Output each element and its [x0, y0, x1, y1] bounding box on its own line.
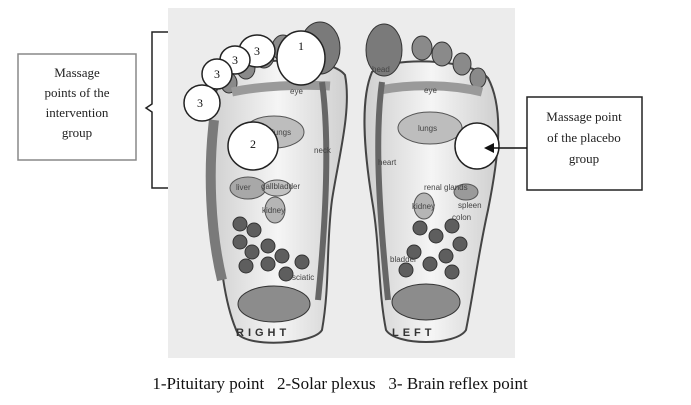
intervention-box-line-2: points of the — [45, 85, 110, 100]
map-label-colon: colon — [452, 213, 471, 222]
left-spine-line — [375, 81, 391, 301]
map-label-adrenal-glands: renal glands — [424, 183, 468, 192]
marker-brain-3-number: 3 — [232, 53, 238, 67]
left-eye-band — [379, 81, 484, 97]
left-toe-2-shape — [411, 35, 433, 61]
map-label-lungs-right: lungs — [272, 128, 291, 137]
placebo-group-box: Massage point of the placebo group — [526, 96, 643, 191]
right-outer-band — [205, 119, 227, 282]
map-label-liver: liver — [236, 183, 251, 192]
map-label-spleen: spleen — [458, 201, 482, 210]
left-toe-4-shape — [452, 52, 472, 76]
left-spleen-shape — [453, 183, 479, 201]
intervention-group-box: Massage points of the intervention group — [17, 53, 137, 161]
left-toe-big-shape — [365, 23, 403, 77]
marker-pituitary: 1 — [276, 30, 326, 86]
left-heel-shape — [391, 283, 461, 321]
map-label-lungs-left: lungs — [418, 124, 437, 133]
placebo-box-line-1: Massage point — [546, 109, 622, 124]
marker-brain-2: 3 — [201, 58, 233, 90]
intervention-markers: 1 3 3 3 3 2 — [183, 30, 326, 171]
placebo-box-line-3: group — [569, 151, 599, 166]
left-toe-5-shape — [469, 67, 487, 89]
map-label-eye-right: eye — [290, 87, 303, 96]
map-label-kidney-right: kidney — [262, 206, 285, 215]
map-label-head: head — [372, 65, 390, 74]
marker-solar-plexus: 2 — [227, 121, 279, 171]
placebo-arrow — [484, 143, 527, 153]
marker-brain-1: 3 — [183, 84, 221, 122]
caption: 1-Pituitary point 2-Solar plexus 3- Brai… — [152, 374, 528, 393]
marker-pituitary-number: 1 — [298, 39, 304, 53]
marker-brain-2-number: 3 — [214, 67, 220, 81]
left-intestine-blobs — [398, 218, 468, 280]
right-intestine-blobs — [232, 216, 310, 282]
placebo-box-line-2: of the placebo — [547, 130, 621, 145]
right-spine-line — [315, 81, 330, 301]
right-heel-shape — [237, 285, 311, 323]
foot-label-left: LEFT — [392, 327, 436, 339]
placebo-marker — [454, 122, 500, 170]
left-toe-3-shape — [431, 41, 453, 67]
left-foot: head eye lungs heart renal glands spleen… — [363, 23, 500, 343]
marker-solar-plexus-number: 2 — [250, 137, 256, 151]
map-label-neck: neck — [314, 146, 332, 155]
map-label-gallbladder: gallbladder — [261, 182, 300, 191]
left-lungs-shape — [397, 111, 463, 145]
intervention-bracket — [144, 31, 168, 189]
intervention-box-line-4: group — [62, 125, 92, 140]
foot-label-right: RIGHT — [236, 327, 290, 339]
map-label-kidney-left: kidney — [412, 202, 435, 211]
marker-brain-1-number: 3 — [197, 96, 203, 110]
marker-brain-4-number: 3 — [254, 44, 260, 58]
right-gallbladder-shape — [262, 179, 292, 197]
map-label-heart: heart — [378, 158, 397, 167]
left-kidney-shape — [413, 192, 435, 220]
map-label-bladder: bladder — [390, 255, 417, 264]
map-label-eye-left: eye — [424, 86, 437, 95]
intervention-box-line-1: Massage — [54, 65, 100, 80]
map-label-sciatic-right: sciatic — [292, 273, 314, 282]
right-kidney-shape — [264, 196, 286, 224]
intervention-box-line-3: intervention — [46, 105, 109, 120]
